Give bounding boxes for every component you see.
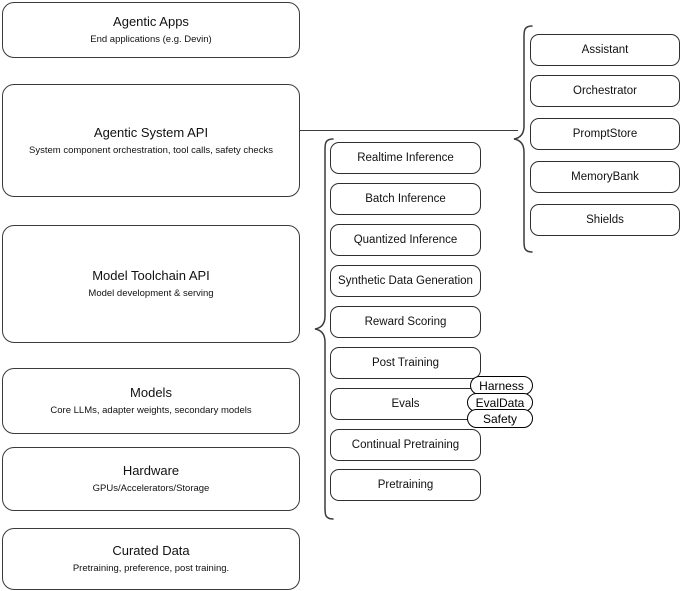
capability-box-reward-scoring[interactable]: Reward Scoring <box>330 306 481 338</box>
layer-subtitle: Core LLMs, adapter weights, secondary mo… <box>50 405 252 416</box>
capability-label: Continual Pretraining <box>351 439 460 451</box>
layer-title: Curated Data <box>112 543 190 558</box>
layer-subtitle: Pretraining, preference, post training. <box>72 563 230 574</box>
capability-box-post-training[interactable]: Post Training <box>330 347 481 379</box>
layer-subtitle: GPUs/Accelerators/Storage <box>92 483 210 494</box>
layer-subtitle: End applications (e.g. Devin) <box>90 34 212 45</box>
brace-toolchain-capabilities <box>313 138 335 520</box>
layer-title: Models <box>130 385 172 400</box>
capability-box-synthetic-data-generation[interactable]: Synthetic Data Generation <box>330 265 481 297</box>
capability-label: Quantized Inference <box>353 234 458 246</box>
layer-subtitle: Model development & serving <box>88 288 214 299</box>
capability-label: Evals <box>391 398 420 410</box>
component-box-orchestrator[interactable]: Orchestrator <box>530 75 680 107</box>
layer-subtitle: System component orchestration, tool cal… <box>29 144 273 156</box>
layer-box-models[interactable]: Models Core LLMs, adapter weights, secon… <box>2 368 300 434</box>
capability-box-batch-inference[interactable]: Batch Inference <box>330 183 481 215</box>
connector-agentic-system-to-components <box>300 130 518 131</box>
layer-box-agentic-system-api[interactable]: Agentic System API System component orch… <box>2 84 300 197</box>
component-box-memorybank[interactable]: MemoryBank <box>530 161 680 193</box>
layer-box-agentic-apps[interactable]: Agentic Apps End applications (e.g. Devi… <box>2 2 300 58</box>
layer-title: Agentic Apps <box>113 14 189 29</box>
brace-agentic-components <box>512 25 534 253</box>
capability-box-continual-pretraining[interactable]: Continual Pretraining <box>330 429 481 461</box>
capability-label: Reward Scoring <box>364 316 447 328</box>
eval-tag-evaldata[interactable]: EvalData <box>467 393 533 412</box>
eval-tag-label: EvalData <box>475 395 525 410</box>
capability-label: Synthetic Data Generation <box>338 275 473 287</box>
component-box-shields[interactable]: Shields <box>530 204 680 236</box>
component-box-promptstore[interactable]: PromptStore <box>530 118 680 150</box>
component-label: PromptStore <box>572 128 638 140</box>
layer-title: Agentic System API <box>93 124 209 140</box>
eval-tag-label: Harness <box>479 378 524 393</box>
capability-label: Realtime Inference <box>357 152 454 164</box>
component-label: Shields <box>586 214 624 226</box>
layer-title: Hardware <box>122 463 180 478</box>
capability-label: Post Training <box>371 357 440 369</box>
layer-box-model-toolchain-api[interactable]: Model Toolchain API Model development & … <box>2 225 300 343</box>
layer-box-hardware[interactable]: Hardware GPUs/Accelerators/Storage <box>2 447 300 511</box>
capability-label: Batch Inference <box>365 193 446 205</box>
eval-tag-label: Safety <box>482 411 518 426</box>
capability-box-pretraining[interactable]: Pretraining <box>330 469 481 501</box>
component-box-assistant[interactable]: Assistant <box>530 34 680 66</box>
component-label: Orchestrator <box>573 85 637 97</box>
capability-box-evals[interactable]: Evals <box>330 388 481 420</box>
layer-title: Model Toolchain API <box>92 268 210 283</box>
layer-box-curated-data[interactable]: Curated Data Pretraining, preference, po… <box>2 528 300 590</box>
capability-box-realtime-inference[interactable]: Realtime Inference <box>330 142 481 174</box>
component-label: Assistant <box>581 44 629 56</box>
component-label: MemoryBank <box>571 171 639 183</box>
capability-label: Pretraining <box>377 479 434 491</box>
capability-box-quantized-inference[interactable]: Quantized Inference <box>330 224 481 256</box>
eval-tag-safety[interactable]: Safety <box>467 409 533 428</box>
